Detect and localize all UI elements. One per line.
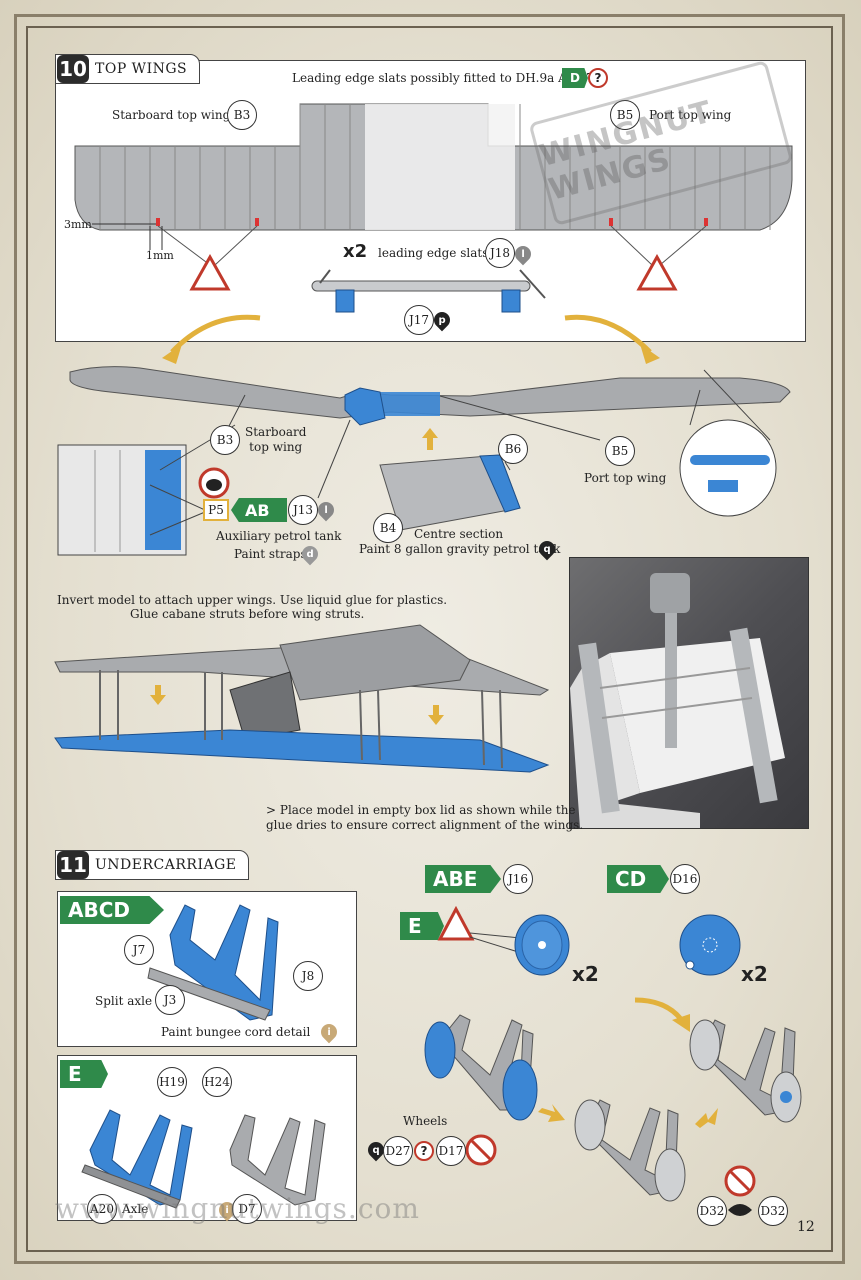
part-d16-callout: D16 [670,864,700,894]
part-j7-callout: J7 [124,935,154,965]
part-h24-callout: H24 [202,1067,232,1097]
part-j8-callout: J8 [293,961,323,991]
bungee-note: Paint bungee cord detail [161,1025,311,1039]
part-d7-callout: D7 [232,1194,262,1224]
ab-badge: AB [231,498,287,522]
page-number: 12 [797,1219,815,1235]
part-j18-callout: J18 [485,238,515,268]
aux-tank-label: Auxiliary petrol tank [216,529,342,543]
abcd-badge: ABCD [60,896,164,924]
axle-label: Axle [122,1202,149,1216]
step10-number: 10 [57,55,89,83]
part-b6-callout: B6 [498,434,528,464]
part-d17-callout: D17 [436,1136,466,1166]
step11-title: UNDERCARRIAGE [95,857,237,873]
e-badge-2: E [400,912,444,940]
website-watermark: www.wingnutwings.com [55,1192,420,1225]
port-top-wing-caption: Port top wing [584,471,667,485]
slats-badge-d: D [562,68,588,88]
split-axle-label: Split axle [95,994,153,1008]
slats-label: leading edge slats [378,246,489,260]
part-j16-callout: J16 [503,864,533,894]
dimension-1mm: 1mm [146,249,174,262]
port-top-wing-label: Port top wing [649,108,732,122]
starboard-top-wing-caption: Starboard top wing [245,425,307,454]
part-a20-callout: A20 [87,1194,117,1224]
model-in-box-photo [569,557,809,829]
wheels-label: Wheels [403,1114,448,1128]
photo-content [570,573,785,828]
step10-header: 10 TOP WINGS [55,54,201,84]
part-b3-callout-2: B3 [210,425,240,455]
centre-section-label: Centre section [414,527,504,541]
part-d27-callout: D27 [383,1136,413,1166]
slats-note: Leading edge slats possibly fitted to DH… [292,71,594,85]
part-b3-callout: B3 [227,100,257,130]
starboard-top-wing-label: Starboard top wing [112,108,231,122]
part-d32-left-callout: D32 [697,1196,727,1226]
part-b5-callout-2: B5 [605,436,635,466]
dimension-3mm: 3mm [64,218,92,231]
e-badge: E [60,1060,108,1088]
question-icon-2: ? [414,1141,434,1161]
box-note-line1: > Place model in empty box lid as shown … [266,803,576,817]
page-border-inner [26,26,833,1252]
step10-title: TOP WINGS [95,61,188,77]
cd-badge: CD [607,865,669,893]
slats-quantity: x2 [343,241,368,262]
paint-straps-label: Paint straps [234,547,307,561]
abe-badge: ABE [425,865,501,893]
step11-number: 11 [57,851,89,879]
invert-note-line2: Glue cabane struts before wing struts. [130,607,365,621]
wheels-quantity-b: x2 [741,962,768,986]
question-icon: ? [588,68,608,88]
box-note-line2: glue dries to ensure correct alignment o… [266,818,584,832]
part-h19-callout: H19 [157,1067,187,1097]
invert-note-line1: Invert model to attach upper wings. Use … [57,593,448,607]
part-d32-right-callout: D32 [758,1196,788,1226]
wheels-quantity-a: x2 [572,962,599,986]
step11-header: 11 UNDERCARRIAGE [55,850,250,880]
page-border-outer [14,14,845,1264]
part-p5-callout: P5 [203,499,229,521]
part-b4-callout: B4 [373,513,403,543]
part-b5-callout: B5 [610,100,640,130]
gravity-tank-note: Paint 8 gallon gravity petrol tank [359,542,561,556]
part-j3-callout: J3 [155,985,185,1015]
